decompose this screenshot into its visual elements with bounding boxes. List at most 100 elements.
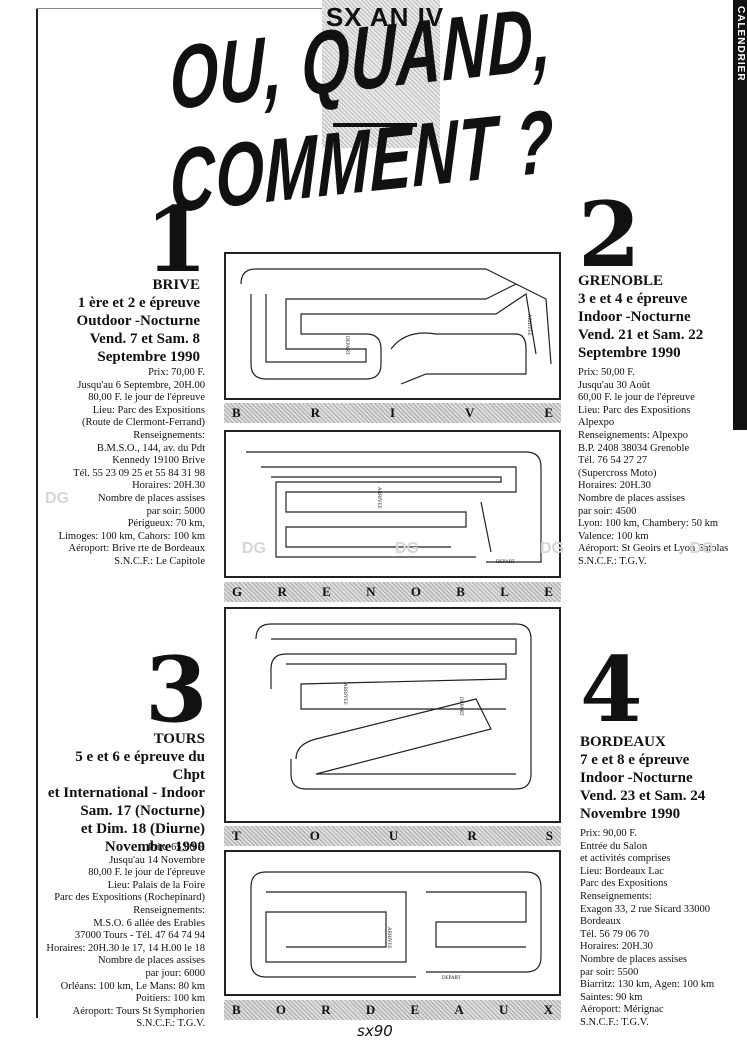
info-line: par soir: 5000 — [146, 505, 205, 517]
info-line: par jour: 6000 — [145, 967, 206, 979]
letter: G — [232, 584, 243, 599]
info-line: Limoges: 100 km, Cahors: 100 km — [58, 530, 205, 542]
map-label: ARRIVEE — [342, 683, 347, 705]
letter: U — [388, 828, 399, 843]
track-map-tours: ARRIVEE DEPART — [224, 607, 561, 823]
track-label-bar: G R E N O B L E — [224, 582, 561, 602]
sidebar-tab: CALENDRIER — [733, 0, 747, 430]
info-line: Nombre de places assises — [97, 955, 205, 967]
track-map-grenoble: ARRIVEE DEPART — [224, 430, 561, 578]
track-layout-bordeaux — [250, 871, 542, 978]
info-line: Valence: 100 km — [578, 530, 649, 542]
page-kicker: SX AN IV — [325, 2, 445, 32]
info-line: Alpexpo — [578, 417, 615, 429]
round-text: 5 e et 6 e épreuve du Chpt — [75, 749, 205, 783]
info-line: 80,00 F. le jour de l'épreuve — [88, 392, 205, 404]
info-line: Prix: 50,00 F. — [578, 367, 635, 378]
info-line: S.N.C.F.: T.G.V. — [580, 1016, 649, 1028]
info-line: Nombre de places assises — [580, 953, 688, 965]
letter: L — [500, 584, 509, 599]
letter: R — [277, 584, 287, 599]
info-line: S.N.C.F.: Le Capitole — [114, 555, 205, 567]
event-title-bordeaux: BORDEAUX 7 e et 8 e épreuve Indoor -Noct… — [580, 733, 740, 823]
letter: O — [309, 828, 320, 843]
event-info-brive: Prix: 70,00 F.Jusqu'au 6 Septembre, 20H.… — [40, 367, 205, 569]
event-type: Outdoor -Nocturne — [76, 313, 200, 329]
info-line: Lyon: 100 km, Chambery: 50 km — [578, 518, 718, 530]
track-map-brive: DEPART ARRIVEE — [224, 252, 561, 400]
event-dates: Vend. 21 et Sam. 22 — [578, 327, 704, 343]
info-line: Tél. 56 79 06 70 — [580, 928, 650, 940]
watermark: DG — [242, 540, 266, 557]
info-line: Bordeaux — [580, 916, 621, 928]
watermark: DG — [45, 490, 69, 507]
event-title-tours: TOURS 5 e et 6 e épreuve du Chpt et Inte… — [40, 730, 205, 856]
map-label: DEPART — [344, 336, 349, 355]
letter: U — [498, 1002, 509, 1017]
watermark: DG — [690, 540, 714, 557]
letter: E — [322, 584, 331, 599]
info-line: Lieu: Bordeaux Lac — [580, 865, 664, 877]
event-title-grenoble: GRENOBLE 3 e et 4 e épreuve Indoor -Noct… — [578, 272, 743, 362]
event-dates: Vend. 23 et Sam. 24 — [580, 788, 706, 804]
info-line: Nombre de places assises — [578, 492, 686, 504]
info-line: M.S.O. 6 allée des Erables — [93, 917, 205, 929]
event-dates: Sam. 17 (Nocturne) — [80, 803, 205, 819]
info-line: B.P. 2408 38034 Grenoble — [578, 442, 690, 454]
event-month: Novembre 1990 — [580, 806, 681, 822]
map-label: ARRIVEE — [386, 927, 391, 949]
info-line: 80,00 F. le jour de l'épreuve — [88, 867, 205, 879]
info-line: Parc des Expositions — [580, 878, 668, 890]
event-month: Septembre 1990 — [97, 349, 200, 365]
info-line: Jusqu'au 6 Septembre, 20H.00 — [77, 379, 205, 391]
track-map-bordeaux: ARRIVEE DEPART — [224, 850, 561, 996]
event-number-3: 3 — [145, 637, 208, 743]
info-line: Biarritz: 130 km, Agen: 100 km — [580, 979, 715, 991]
info-line: Horaires: 20H.30 — [578, 480, 651, 492]
event-number-2: 2 — [578, 182, 641, 288]
track-label-bar: T O U R S — [224, 826, 561, 846]
letter: T — [232, 828, 241, 843]
info-line: Prix: 90,00 F. — [580, 828, 637, 839]
city-name: TOURS — [153, 731, 205, 747]
event-title-brive: BRIVE 1 ère et 2 e épreuve Outdoor -Noct… — [40, 276, 200, 366]
round-text: 7 e et 8 e épreuve — [580, 752, 690, 768]
info-line: Renseignements: — [133, 904, 205, 916]
watermark: DG — [395, 540, 419, 557]
info-line: Saintes: 90 km — [580, 991, 643, 1003]
info-line: par soir: 4500 — [578, 505, 637, 517]
letter: R — [310, 405, 321, 420]
letter: B — [456, 584, 465, 599]
info-line: S.N.C.F.: T.G.V. — [136, 1018, 205, 1030]
track-label-bar: B R I V E — [224, 403, 561, 423]
info-line: Aéroport: St Geoirs et Lyon Satolas — [578, 543, 729, 555]
info-line: Aéroport: Brive rte de Bordeaux — [68, 543, 205, 555]
event-type: Indoor -Nocturne — [578, 309, 691, 325]
info-line: Renseignements: Alpexpo — [578, 429, 688, 441]
info-line: Tél. 76 54 27 27 — [578, 455, 648, 467]
letter: I — [389, 405, 396, 420]
info-line: Prix: 70,00 F. — [148, 367, 205, 378]
info-line: Renseignements: — [580, 890, 652, 902]
event-type: et International - Indoor — [47, 785, 205, 801]
letter: S — [545, 828, 553, 843]
info-line: Lieu: Parc des Expositions — [578, 404, 691, 416]
letter: A — [454, 1002, 464, 1017]
map-label: DEPART — [442, 976, 461, 981]
letter: E — [410, 1002, 420, 1017]
info-line: S.N.C.F.: T.G.V. — [578, 555, 647, 567]
map-label: ARRIVEE — [526, 314, 531, 336]
info-line: Horaires: 20H.30 le 17, 14 H.00 le 18 — [46, 942, 205, 954]
letter: O — [275, 1002, 287, 1017]
info-line: Renseignements: — [133, 429, 205, 441]
round-text: 3 e et 4 e épreuve — [578, 291, 688, 307]
event-dates-2: et Dim. 18 (Diurne) — [80, 821, 205, 837]
letter: N — [366, 584, 376, 599]
event-month: Novembre 1990 — [104, 839, 205, 855]
track-label-bar: B O R D E A U X — [224, 1000, 561, 1020]
map-label: ARRIVEE — [376, 487, 381, 509]
info-line: par soir: 5500 — [580, 966, 639, 978]
city-name: BORDEAUX — [580, 734, 666, 750]
